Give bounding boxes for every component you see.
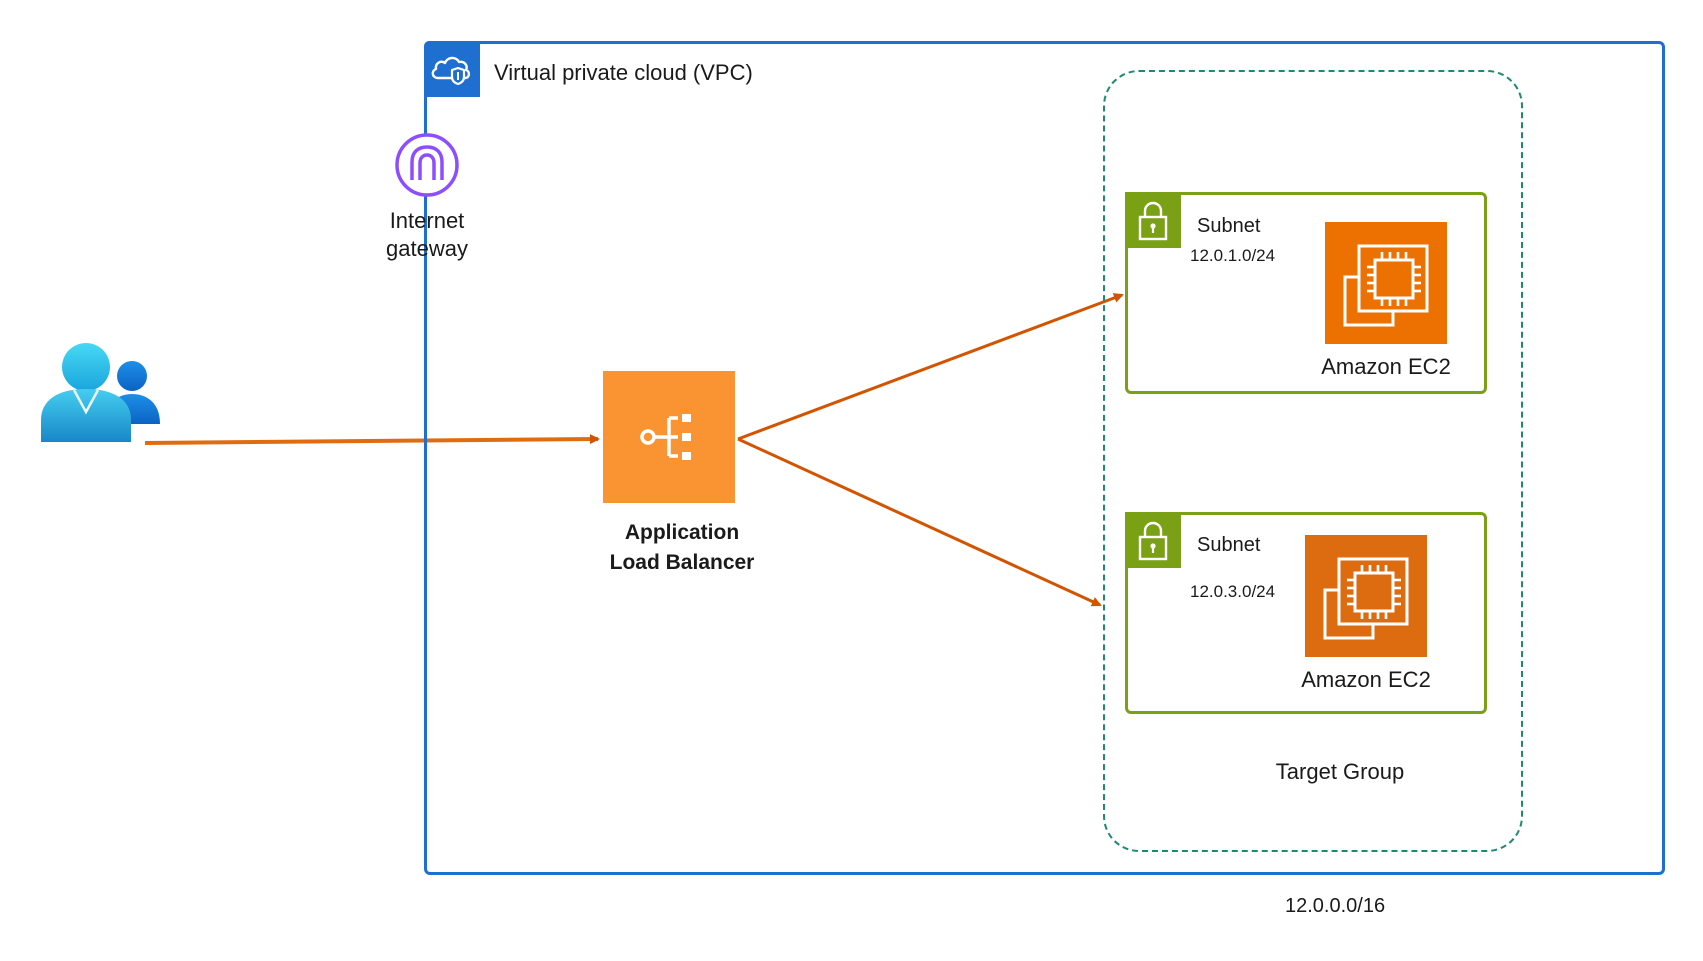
vpc-label: Virtual private cloud (VPC): [494, 60, 753, 85]
subnet-lock-icon: [1125, 512, 1181, 568]
load-balancer-label: Application Load Balancer: [586, 518, 778, 578]
subnet-lock-icon: [1125, 192, 1181, 248]
application-load-balancer-icon: [603, 371, 735, 503]
target-group-boundary: [1103, 70, 1523, 852]
subnet-2: [1125, 512, 1487, 714]
load-balancer-label-line1: Application: [624, 521, 740, 544]
users-icon: [38, 340, 166, 444]
arrow-user-to-alb: [144, 434, 600, 445]
subnet-2-title: Subnet: [1197, 534, 1261, 556]
arrow-alb-to-subnet-2: [737, 437, 1102, 607]
vpc-cloud-shield-icon: [424, 41, 480, 97]
subnet-2-cidr: 12.0.3.0/24: [1190, 582, 1276, 601]
internet-gateway-label-line2: gateway: [386, 236, 468, 261]
arrow-alb-to-subnet-1: [737, 293, 1124, 441]
vpc-boundary: [424, 41, 1665, 875]
subnet-1-cidr: 12.0.1.0/24: [1190, 246, 1276, 265]
ec2-instance-icon: [1325, 222, 1447, 344]
internet-gateway-icon: [394, 132, 460, 198]
internet-gateway-label-line1: Internet: [389, 208, 465, 233]
ec2-instance-2-label: Amazon EC2: [1301, 667, 1431, 692]
internet-gateway-label: Internet gateway: [360, 207, 494, 263]
subnet-1: [1125, 192, 1487, 394]
ec2-instance-icon: [1305, 535, 1427, 657]
subnet-1-title: Subnet: [1197, 215, 1261, 237]
vpc-cidr: 12.0.0.0/16: [1285, 895, 1386, 917]
ec2-instance-1-label: Amazon EC2: [1321, 354, 1451, 379]
load-balancer-label-line2: Load Balancer: [609, 551, 755, 574]
target-group-label: Target Group: [1275, 759, 1405, 784]
